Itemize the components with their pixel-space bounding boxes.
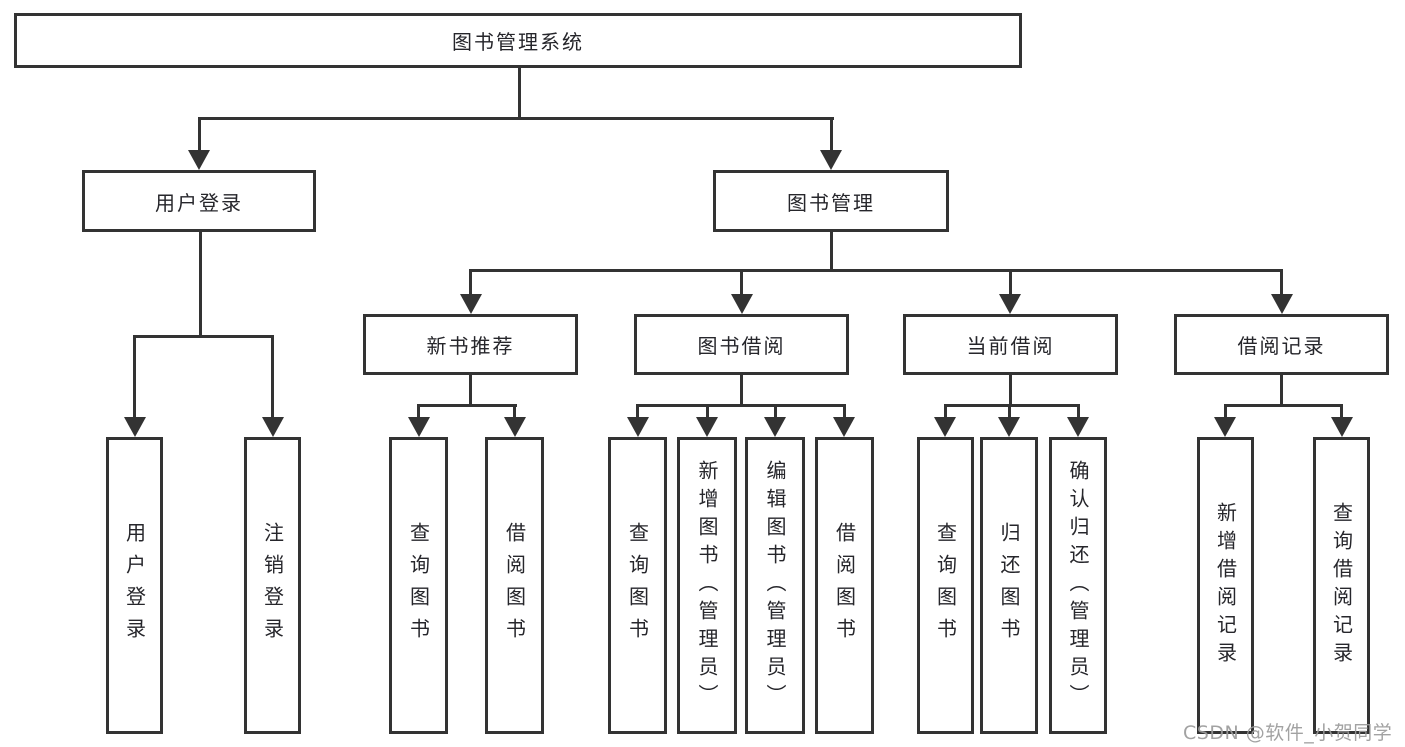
connector-line (740, 268, 743, 297)
node-borrow-records: 借阅记录 (1174, 314, 1389, 375)
csdn-watermark: CSDN @软件_小贺同学 (1183, 722, 1393, 744)
leaf-bb-query-books-label: 查询图书 (625, 521, 650, 650)
arrow-down-icon (1330, 417, 1353, 437)
connector-line (197, 117, 201, 152)
connector-line (469, 268, 1283, 272)
arrow-down-icon (820, 150, 842, 170)
arrow-down-icon (764, 417, 786, 437)
leaf-logout: 注销登录 (244, 437, 301, 734)
connector-line (513, 404, 516, 419)
connector-line (842, 404, 846, 419)
connector-line (271, 334, 274, 419)
leaf-cb-return-books: 归还图书 (980, 437, 1038, 734)
arrow-down-icon (934, 417, 956, 437)
arrow-down-icon (998, 417, 1020, 437)
leaf-br-add-record: 新增借阅记录 (1197, 437, 1254, 734)
leaf-logout-label: 注销登录 (260, 521, 285, 650)
connector-line (705, 404, 709, 419)
connector-line (1008, 268, 1012, 297)
node-book-borrowing-label: 图书借阅 (697, 334, 786, 358)
connector-line (198, 232, 202, 337)
node-book-management-label: 图书管理 (787, 190, 875, 215)
connector-line (1223, 404, 1343, 407)
leaf-br-add-record-label: 新增借阅记录 (1213, 501, 1238, 670)
node-new-book-recommend: 新书推荐 (363, 314, 578, 375)
leaf-user-login: 用户登录 (106, 437, 163, 734)
connector-line (1076, 404, 1080, 419)
leaf-user-login-label: 用户登录 (122, 521, 147, 650)
connector-line (1007, 404, 1011, 419)
connector-line (417, 404, 420, 419)
connector-line (469, 375, 472, 407)
arrow-down-icon (407, 417, 430, 437)
leaf-cb-query-books: 查询图书 (917, 437, 974, 734)
connector-line (1223, 404, 1227, 419)
connector-line (517, 68, 521, 119)
node-root-label: 图书管理系统 (452, 30, 584, 54)
arrow-down-icon (696, 417, 718, 437)
connector-line (943, 404, 1080, 407)
leaf-bb-query-books: 查询图书 (608, 437, 667, 734)
leaf-bb-add-books-admin: 新增图书（管理员） (677, 437, 737, 734)
connector-line (197, 117, 834, 120)
leaf-br-query-record-label: 查询借阅记录 (1329, 501, 1354, 670)
connector-line (636, 404, 846, 407)
arrow-down-icon (1214, 417, 1236, 437)
node-book-management: 图书管理 (713, 170, 949, 232)
leaf-cb-return-books-label: 归还图书 (997, 521, 1021, 650)
leaf-bb-edit-books-admin: 编辑图书（管理员） (745, 437, 805, 734)
leaf-bb-add-books-admin-label: 新增图书（管理员） (695, 459, 719, 712)
connector-line (1340, 404, 1343, 419)
arrow-down-icon (1270, 294, 1293, 314)
arrow-down-icon (503, 417, 526, 437)
connector-line (943, 404, 947, 419)
arrow-down-icon (626, 417, 649, 437)
connector-line (1280, 268, 1283, 297)
arrow-down-icon (261, 417, 284, 437)
node-user-login-label: 用户登录 (155, 190, 243, 215)
node-borrow-records-label: 借阅记录 (1237, 334, 1326, 358)
leaf-cb-confirm-return-admin-label: 确认归还（管理员） (1066, 459, 1090, 712)
connector-line (636, 404, 639, 419)
connector-line (829, 232, 833, 270)
arrow-down-icon (833, 417, 855, 437)
leaf-br-query-record: 查询借阅记录 (1313, 437, 1370, 734)
node-book-borrowing: 图书借阅 (634, 314, 849, 375)
arrow-down-icon (999, 294, 1021, 314)
arrow-down-icon (459, 294, 482, 314)
connector-line (417, 404, 517, 407)
leaf-nb-query-books: 查询图书 (389, 437, 448, 734)
arrow-down-icon (188, 150, 210, 170)
leaf-nb-borrow-books-label: 借阅图书 (502, 521, 527, 650)
connector-line (773, 404, 777, 419)
leaf-nb-borrow-books: 借阅图书 (485, 437, 544, 734)
connector-line (133, 334, 136, 419)
connector-line (1280, 375, 1283, 407)
connector-line (469, 268, 472, 297)
node-current-borrowing: 当前借阅 (903, 314, 1118, 375)
node-current-borrowing-label: 当前借阅 (966, 334, 1055, 358)
arrow-down-icon (123, 417, 146, 437)
connector-line (829, 117, 833, 152)
leaf-bb-borrow-books: 借阅图书 (815, 437, 874, 734)
connector-line (740, 375, 743, 407)
leaf-bb-edit-books-admin-label: 编辑图书（管理员） (763, 459, 787, 712)
leaf-nb-query-books-label: 查询图书 (406, 521, 431, 650)
arrow-down-icon (730, 294, 753, 314)
node-root: 图书管理系统 (14, 13, 1022, 68)
node-user-login: 用户登录 (82, 170, 316, 232)
connector-line (1008, 375, 1012, 407)
leaf-bb-borrow-books-label: 借阅图书 (832, 521, 857, 650)
leaf-cb-confirm-return-admin: 确认归还（管理员） (1049, 437, 1107, 734)
connector-line (133, 334, 274, 338)
arrow-down-icon (1067, 417, 1089, 437)
node-new-book-recommend-label: 新书推荐 (426, 334, 515, 358)
leaf-cb-query-books-label: 查询图书 (933, 521, 958, 650)
